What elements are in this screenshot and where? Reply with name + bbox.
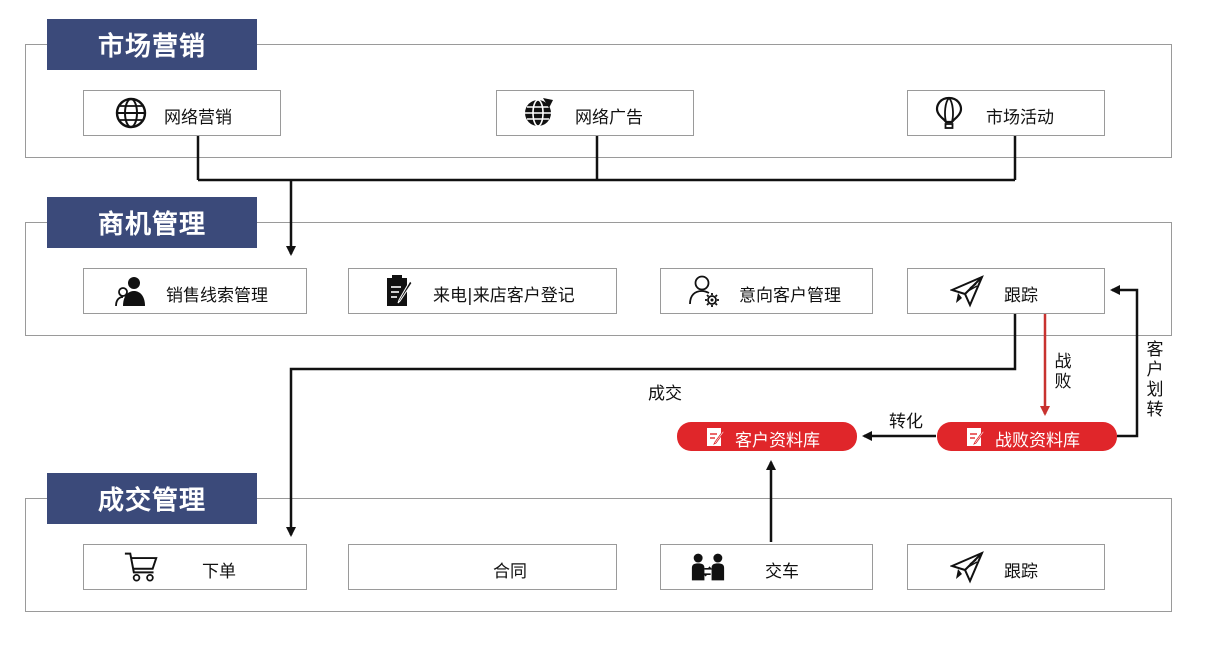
paper-plane-icon bbox=[950, 550, 984, 584]
node-label: 跟踪 bbox=[1004, 562, 1038, 582]
edge-label-closed: 成交 bbox=[648, 384, 682, 404]
node-delivery[interactable]: 交车 bbox=[660, 544, 873, 590]
node-label: 网络广告 bbox=[575, 108, 643, 128]
node-label: 销售线索管理 bbox=[166, 286, 268, 306]
closed-deal-arrow bbox=[286, 314, 1017, 537]
document-icon bbox=[965, 427, 985, 447]
node-label: 交车 bbox=[765, 562, 799, 582]
node-label: 下单 bbox=[202, 562, 236, 582]
hot-air-balloon-icon bbox=[932, 96, 966, 130]
shopping-cart-icon bbox=[124, 550, 158, 584]
node-online-marketing[interactable]: 网络营销 bbox=[83, 90, 281, 136]
node-label: 来电|来店客户登记 bbox=[433, 286, 575, 306]
node-label: 合同 bbox=[493, 562, 527, 582]
edge-label-lost: 战败 bbox=[1054, 352, 1072, 392]
node-label: 网络营销 bbox=[164, 108, 232, 128]
node-contract[interactable]: 合同 bbox=[348, 544, 617, 590]
marketing-section-title: 市场营销 bbox=[47, 19, 257, 70]
opportunity-section-title: 商机管理 bbox=[47, 197, 257, 248]
document-icon bbox=[705, 427, 725, 447]
edge-label-transfer: 客户划转 bbox=[1146, 340, 1164, 420]
deal-section-title: 成交管理 bbox=[47, 473, 257, 524]
marketing-merge-connector bbox=[196, 136, 1017, 256]
node-online-ads[interactable]: 网络广告 bbox=[496, 90, 694, 136]
node-follow-up-deal[interactable]: 跟踪 bbox=[907, 544, 1105, 590]
transfer-arrow bbox=[1110, 285, 1139, 438]
node-sales-leads[interactable]: 销售线索管理 bbox=[83, 268, 307, 314]
node-place-order[interactable]: 下单 bbox=[83, 544, 307, 590]
node-lost-database[interactable]: 战败资料库 bbox=[937, 422, 1117, 451]
node-follow-up-opportunity[interactable]: 跟踪 bbox=[907, 268, 1105, 314]
clipboard-icon bbox=[381, 274, 415, 308]
node-customer-database[interactable]: 客户资料库 bbox=[677, 422, 857, 451]
node-intent-customers[interactable]: 意向客户管理 bbox=[660, 268, 873, 314]
node-label: 跟踪 bbox=[1004, 286, 1038, 306]
edge-label-convert: 转化 bbox=[889, 412, 923, 432]
globe-arrow-icon bbox=[521, 96, 555, 130]
node-label: 意向客户管理 bbox=[739, 286, 841, 306]
node-market-events[interactable]: 市场活动 bbox=[907, 90, 1105, 136]
node-label: 客户资料库 bbox=[735, 431, 820, 451]
user-gear-icon bbox=[687, 274, 721, 308]
users-icon bbox=[114, 274, 148, 308]
node-visit-register[interactable]: 来电|来店客户登记 bbox=[348, 268, 617, 314]
paper-plane-icon bbox=[950, 274, 984, 308]
handover-icon bbox=[691, 550, 725, 584]
globe-icon bbox=[114, 96, 148, 130]
node-label: 战败资料库 bbox=[995, 431, 1080, 451]
node-label: 市场活动 bbox=[986, 108, 1054, 128]
